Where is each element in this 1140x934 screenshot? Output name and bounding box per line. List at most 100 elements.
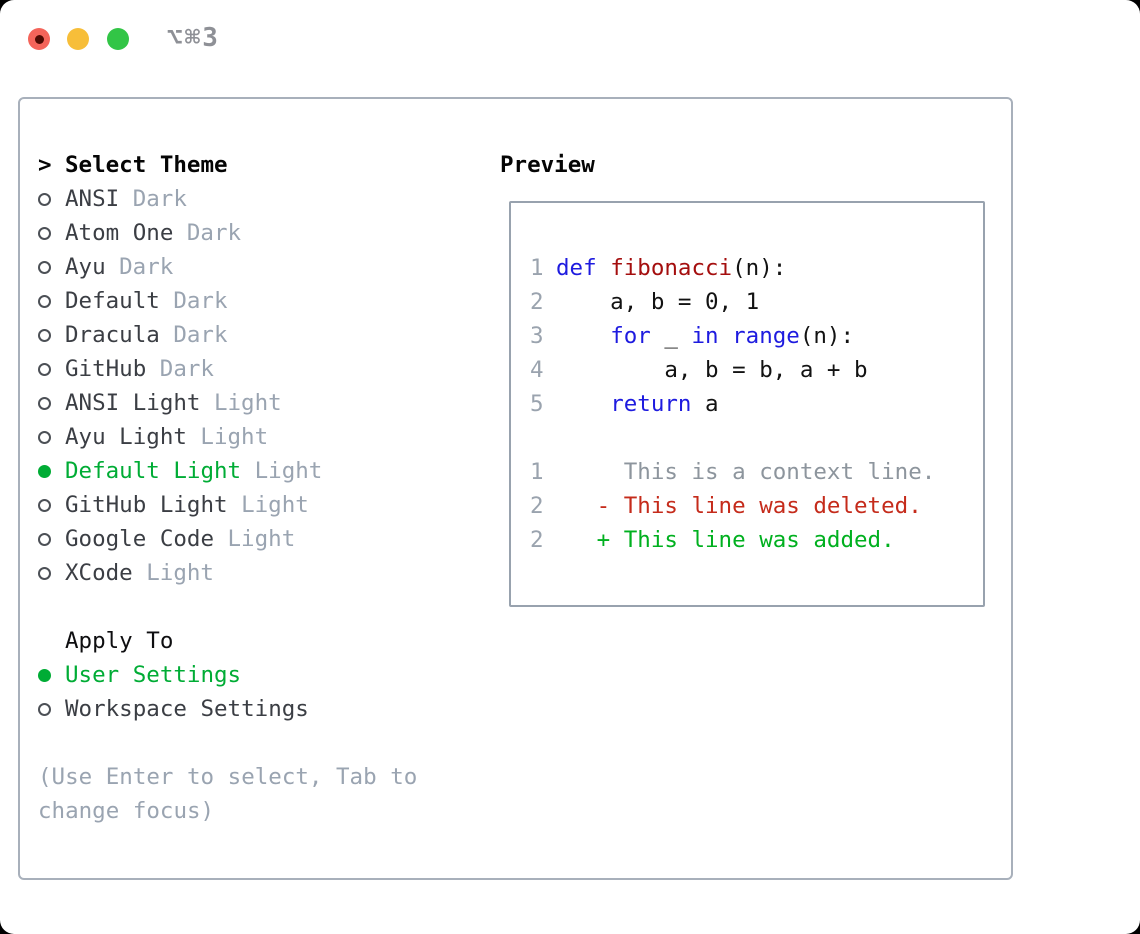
code-token bbox=[556, 323, 610, 349]
theme-name: Atom One bbox=[65, 220, 174, 246]
line-number: 2 bbox=[530, 289, 544, 315]
theme-name: GitHub Light bbox=[65, 492, 228, 518]
minimize-button[interactable] bbox=[67, 28, 89, 50]
code-token: a, b = 0, 1 bbox=[556, 289, 760, 315]
radio-unselected-icon bbox=[38, 566, 65, 580]
theme-name: GitHub bbox=[65, 356, 147, 382]
diff-text: This is a context line. bbox=[556, 459, 936, 485]
theme-variant-tag: Light bbox=[146, 560, 214, 586]
select-theme-header: > Select Theme bbox=[38, 148, 478, 182]
zoom-button[interactable] bbox=[107, 28, 129, 50]
radio-unselected-icon bbox=[38, 430, 65, 444]
radio-unselected-icon bbox=[38, 192, 65, 206]
theme-list: > Select Theme ANSI Dark Atom One Dark A… bbox=[38, 148, 478, 828]
theme-option-github-dark[interactable]: GitHub Dark bbox=[38, 352, 478, 386]
radio-unselected-icon bbox=[38, 362, 65, 376]
preview-title: Preview bbox=[500, 152, 595, 178]
theme-option-github-light[interactable]: GitHub Light Light bbox=[38, 488, 478, 522]
theme-name: Ayu Light bbox=[65, 424, 187, 450]
theme-variant-tag: Light bbox=[200, 424, 269, 450]
radio-unselected-icon bbox=[38, 702, 65, 716]
line-number: 3 bbox=[530, 323, 544, 349]
focus-caret-icon: > bbox=[38, 152, 52, 178]
theme-variant-tag: Dark bbox=[132, 186, 187, 212]
theme-option-ansi-light[interactable]: ANSI Light Light bbox=[38, 386, 478, 420]
theme-name: Google Code bbox=[65, 526, 215, 552]
line-number: 2 bbox=[530, 527, 544, 553]
line-number: 1 bbox=[530, 255, 544, 281]
diff-text: - This line was deleted. bbox=[556, 493, 922, 519]
code-line: 1 def fibonacci(n): bbox=[530, 251, 983, 285]
section-title: Select Theme bbox=[65, 152, 228, 178]
theme-option-ayu-light[interactable]: Ayu Light Light bbox=[38, 420, 478, 454]
record-dot-icon bbox=[34, 34, 44, 44]
code-token: return bbox=[610, 391, 692, 417]
radio-unselected-icon bbox=[38, 532, 65, 546]
theme-option-google-code-light[interactable]: Google Code Light bbox=[38, 522, 478, 556]
code-token: a bbox=[691, 391, 719, 417]
theme-selector-panel: > Select Theme ANSI Dark Atom One Dark A… bbox=[18, 97, 1013, 880]
title-bar: ⌥⌘3 bbox=[0, 0, 1140, 76]
theme-variant-tag: Dark bbox=[186, 220, 242, 246]
code-line: 3 for _ in range(n): bbox=[530, 319, 983, 353]
radio-selected-icon bbox=[38, 668, 65, 682]
code-token: (n): bbox=[732, 255, 787, 281]
radio-unselected-icon bbox=[38, 328, 65, 342]
theme-variant-tag: Light bbox=[241, 492, 309, 518]
keyboard-shortcut-label: ⌥⌘3 bbox=[167, 23, 220, 53]
apply-option-label: Workspace Settings bbox=[65, 696, 309, 722]
code-line: 5 return a bbox=[530, 387, 983, 421]
theme-option-ansi-dark[interactable]: ANSI Dark bbox=[38, 182, 478, 216]
diff-deleted-line: 2 - This line was deleted. bbox=[530, 489, 983, 523]
radio-unselected-icon bbox=[38, 226, 65, 240]
code-token: fibonacci bbox=[610, 255, 733, 281]
theme-name: Default bbox=[65, 288, 160, 314]
section-title: Apply To bbox=[65, 628, 174, 654]
code-token: def bbox=[556, 255, 611, 281]
radio-unselected-icon bbox=[38, 294, 65, 308]
line-number: 2 bbox=[530, 493, 544, 519]
apply-option-workspace-settings[interactable]: Workspace Settings bbox=[38, 692, 478, 726]
radio-unselected-icon bbox=[38, 396, 65, 410]
diff-added-line: 2 + This line was added. bbox=[530, 523, 983, 557]
theme-variant-tag: Dark bbox=[173, 322, 228, 348]
apply-option-user-settings[interactable]: User Settings bbox=[38, 658, 478, 692]
code-token: _ bbox=[650, 323, 692, 349]
theme-option-dracula-dark[interactable]: Dracula Dark bbox=[38, 318, 478, 352]
theme-option-ayu-dark[interactable]: Ayu Dark bbox=[38, 250, 478, 284]
code-token: for bbox=[610, 323, 651, 349]
code-token: (n): bbox=[799, 323, 855, 349]
theme-name: Ayu bbox=[65, 254, 106, 280]
theme-variant-tag: Light bbox=[254, 458, 323, 484]
theme-option-xcode-light[interactable]: XCode Light bbox=[38, 556, 478, 590]
code-line: 4 a, b = b, a + b bbox=[530, 353, 983, 387]
apply-to-header: Apply To bbox=[38, 624, 478, 658]
code-line-empty bbox=[530, 421, 983, 455]
theme-name: ANSI Light bbox=[65, 390, 201, 416]
code-token: range bbox=[732, 323, 800, 349]
theme-option-default-light[interactable]: Default Light Light bbox=[38, 454, 478, 488]
code-token bbox=[556, 391, 610, 417]
radio-unselected-icon bbox=[38, 260, 65, 274]
code-token: in bbox=[691, 323, 719, 349]
code-token: a, b = b, a + b bbox=[556, 357, 868, 383]
theme-variant-tag: Light bbox=[227, 526, 296, 552]
line-number: 4 bbox=[530, 357, 544, 383]
radio-unselected-icon bbox=[38, 498, 65, 512]
close-button[interactable] bbox=[28, 28, 50, 50]
radio-selected-icon bbox=[38, 464, 65, 478]
code-token bbox=[719, 323, 733, 349]
diff-text: + This line was added. bbox=[556, 527, 895, 553]
keyboard-hint-text: (Use Enter to select, Tab to change focu… bbox=[38, 764, 418, 824]
theme-option-default-dark[interactable]: Default Dark bbox=[38, 284, 478, 318]
diff-context-line: 1 This is a context line. bbox=[530, 455, 983, 489]
theme-name: ANSI bbox=[65, 186, 120, 212]
theme-variant-tag: Dark bbox=[173, 288, 228, 314]
theme-option-atom-one-dark[interactable]: Atom One Dark bbox=[38, 216, 478, 250]
line-number: 1 bbox=[530, 459, 544, 485]
line-number: 5 bbox=[530, 391, 544, 417]
theme-name: Default Light bbox=[65, 458, 242, 484]
code-line: 2 a, b = 0, 1 bbox=[530, 285, 983, 319]
